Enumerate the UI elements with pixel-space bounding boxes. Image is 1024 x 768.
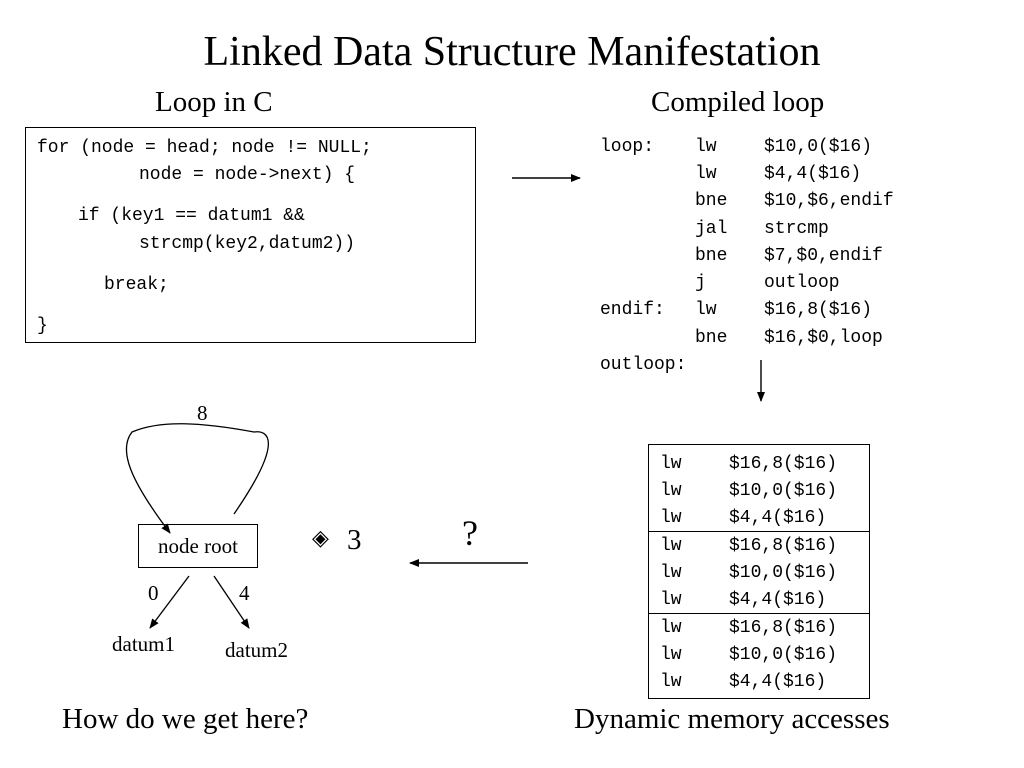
mem-op: lw — [660, 618, 682, 638]
mem-arg: $10,0($16) — [729, 481, 838, 501]
mem-op: lw — [660, 481, 682, 501]
mem-arg: $16,8($16) — [729, 618, 838, 638]
iteration-divider — [649, 613, 869, 614]
mem-op: lw — [660, 454, 682, 474]
mem-op: lw — [660, 645, 682, 665]
diamond-value: 3 — [347, 524, 362, 556]
question-mark: ? — [462, 513, 478, 553]
slide-title: Linked Data Structure Manifestation — [203, 29, 821, 75]
asm-op: jal — [695, 219, 728, 239]
c-code-line: if (key1 == datum1 && — [78, 206, 305, 226]
asm-arg: $16,$0,loop — [764, 328, 883, 348]
asm-label: outloop: — [600, 355, 687, 375]
caption-left: How do we get here? — [62, 703, 309, 735]
mem-arg: $10,0($16) — [729, 645, 838, 665]
mem-arg: $4,4($16) — [729, 590, 827, 610]
asm-op: bne — [695, 191, 728, 211]
compiled-loop-heading: Compiled loop — [651, 86, 825, 118]
asm-arg: strcmp — [764, 219, 829, 239]
iteration-divider — [649, 531, 869, 532]
asm-arg: $4,4($16) — [764, 164, 862, 184]
asm-op: lw — [695, 300, 717, 320]
mem-arg: $16,8($16) — [729, 536, 838, 556]
mem-op: lw — [660, 672, 682, 692]
asm-arg: $10,$6,endif — [764, 191, 894, 211]
mem-arg: $10,0($16) — [729, 563, 838, 583]
edge-to-datum2 — [213, 575, 250, 629]
asm-op: bne — [695, 328, 728, 348]
c-code-line: strcmp(key2,datum2)) — [139, 234, 356, 254]
datum1-label: datum1 — [112, 632, 175, 656]
c-code-line: break; — [104, 275, 169, 295]
asm-op: lw — [695, 164, 717, 184]
edge-to-datum1 — [149, 575, 190, 629]
caption-right: Dynamic memory accesses — [574, 703, 890, 735]
edge-label-4: 4 — [239, 581, 250, 605]
asm-op: j — [695, 273, 706, 293]
asm-op: bne — [695, 246, 728, 266]
asm-arg: outloop — [764, 273, 840, 293]
mem-arg: $16,8($16) — [729, 454, 838, 474]
c-code-line: node = node->next) { — [139, 165, 356, 185]
asm-arg: $16,8($16) — [764, 300, 873, 320]
mem-op: lw — [660, 508, 682, 528]
mem-op: lw — [660, 536, 682, 556]
asm-arg: $7,$0,endif — [764, 246, 883, 266]
diamond-icon: ◈ — [312, 525, 329, 550]
asm-label: loop: — [600, 137, 655, 157]
datum2-label: datum2 — [225, 638, 288, 662]
c-code-line: } — [37, 316, 48, 336]
mem-arg: $4,4($16) — [729, 672, 827, 692]
asm-arg: $10,0($16) — [764, 137, 873, 157]
edge-label-0: 0 — [148, 581, 159, 605]
loop-in-c-heading: Loop in C — [155, 86, 273, 118]
c-code-box: for (node = head; node != NULL; node = n… — [25, 127, 476, 343]
asm-op: lw — [695, 137, 717, 157]
mem-op: lw — [660, 563, 682, 583]
memory-access-box: lw $16,8($16) lw $10,0($16) lw $4,4($16)… — [648, 444, 870, 699]
mem-arg: $4,4($16) — [729, 508, 827, 528]
self-loop-edge — [125, 423, 270, 534]
node-root-box: node root — [138, 524, 258, 568]
mem-op: lw — [660, 590, 682, 610]
node-root-label: node root — [158, 534, 238, 558]
asm-label: endif: — [600, 300, 665, 320]
c-code-line: for (node = head; node != NULL; — [37, 138, 372, 158]
self-loop-label: 8 — [197, 401, 208, 425]
